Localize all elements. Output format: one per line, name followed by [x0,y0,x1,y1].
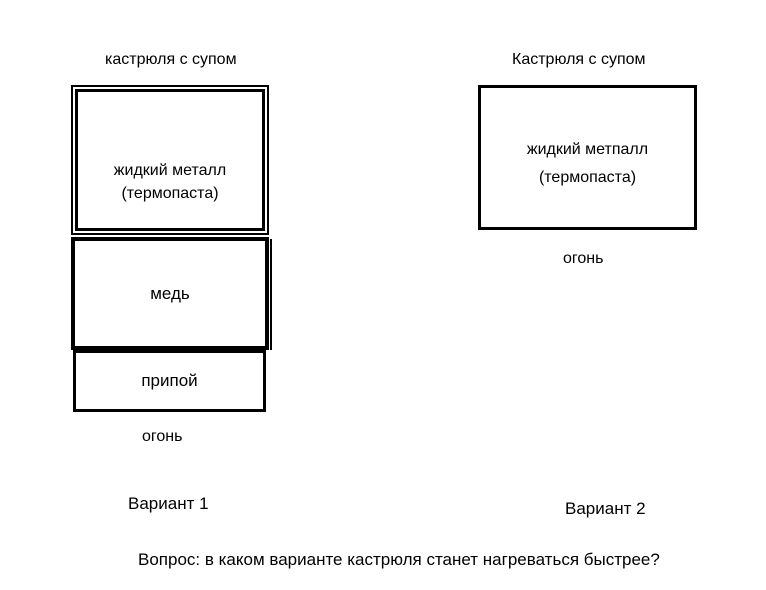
liquid-metal-line1-variant2: жидкий метпалл [526,141,649,158]
liquid-metal-label-variant2: жидкий метпалл (термопаста) [481,136,694,192]
liquid-metal-line2-variant1: (термопаста) [121,185,219,202]
copper-label: медь [150,283,190,303]
variant1-title: Вариант 1 [128,494,209,513]
fire-label-variant1: огонь [142,428,183,445]
liquid-metal-box-variant2: жидкий метпалл (термопаста) [478,85,697,230]
pot-with-soup-label-variant2: Кастрюля с супом [512,51,646,68]
liquid-metal-label-variant1: жидкий металл (термопаста) [73,159,267,205]
liquid-metal-line1-variant1: жидкий металл [113,162,227,179]
liquid-metal-box-variant1: жидкий металл (термопаста) [71,85,269,235]
copper-box-right-edge-line [270,239,272,350]
solder-label: припой [141,371,198,390]
fire-label-variant2: огонь [563,250,604,267]
variant2-title: Вариант 2 [565,499,646,518]
liquid-metal-line2-variant2: (термопаста) [538,169,637,186]
copper-box-variant1: медь [71,237,269,350]
solder-box-variant1: припой [73,350,266,412]
liquid-metal-box-inner-border [75,89,265,231]
pot-with-soup-label-variant1: кастрюля с супом [105,51,237,68]
question-text: Вопрос: в каком варианте кастрюля станет… [138,550,660,569]
